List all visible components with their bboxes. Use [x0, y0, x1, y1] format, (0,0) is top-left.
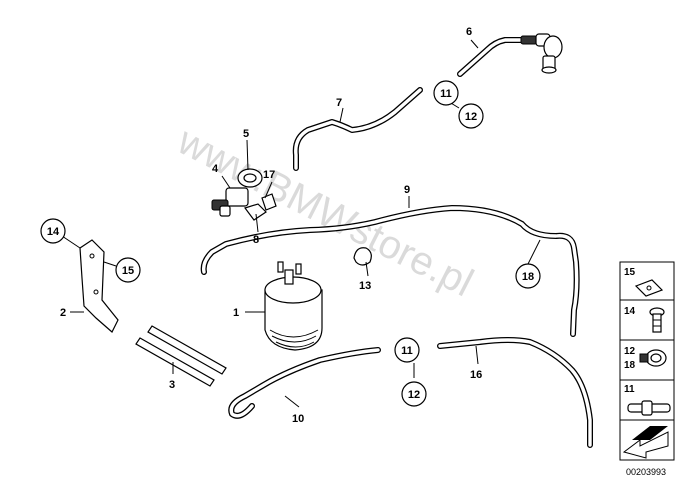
callout-5: 5 — [243, 128, 249, 140]
svg-text:18: 18 — [522, 271, 534, 283]
svg-text:11: 11 — [401, 345, 413, 357]
callout-10: 10 — [292, 413, 304, 425]
diagram-id: 00203993 — [626, 467, 666, 477]
callout-1: 1 — [233, 307, 239, 319]
legend-label-12: 12 — [624, 346, 636, 357]
legend-label-18: 18 — [624, 360, 636, 371]
svg-text:11: 11 — [440, 88, 452, 100]
callout-2: 2 — [60, 307, 66, 319]
leader-lines — [55, 39, 541, 408]
legend-label-15: 15 — [624, 267, 636, 278]
legend-label-14: 14 — [624, 306, 636, 317]
activated-carbon-canister[interactable] — [264, 261, 323, 351]
clip-nut-icon — [634, 279, 664, 297]
circle-callout-18: 18 — [515, 263, 541, 289]
circle-callout-12-bottom: 12 — [401, 381, 427, 407]
hose-7[interactable] — [292, 87, 423, 171]
callout-8: 8 — [253, 234, 259, 246]
bracket-2[interactable] — [79, 239, 119, 333]
hose-16[interactable] — [437, 337, 593, 448]
svg-text:14: 14 — [47, 226, 60, 238]
callout-17: 17 — [263, 169, 275, 181]
callout-9: 9 — [404, 184, 410, 196]
svg-text:12: 12 — [408, 389, 420, 401]
hose-connector-icon — [627, 400, 671, 416]
hose-10[interactable] — [228, 347, 381, 419]
hose-clamp-13[interactable] — [353, 247, 372, 266]
legend-label-11: 11 — [624, 384, 635, 395]
hose-9[interactable] — [200, 205, 580, 337]
svg-text:15: 15 — [122, 265, 134, 277]
arrow-icon — [622, 426, 669, 459]
pressure-sensor-fitting[interactable] — [520, 33, 563, 74]
callout-7: 7 — [336, 97, 342, 109]
callout-3: 3 — [169, 379, 175, 391]
connector-8[interactable] — [244, 203, 267, 221]
screw-icon — [649, 307, 665, 333]
hose-clamp-icon — [639, 349, 667, 367]
legend-panel: 15 14 12 18 11 — [619, 261, 675, 461]
callout-13: 13 — [359, 280, 371, 292]
circle-callout-15: 15 — [115, 257, 141, 283]
callout-4: 4 — [212, 163, 219, 175]
cable-tie-3[interactable] — [135, 325, 227, 387]
circle-callout-14: 14 — [40, 218, 66, 244]
hose-6[interactable] — [457, 37, 525, 77]
callout-16: 16 — [470, 369, 482, 381]
circle-callout-12-top: 12 — [458, 103, 484, 129]
circle-callout-11-top: 11 — [433, 80, 459, 106]
circle-callout-11-bottom: 11 — [394, 337, 420, 363]
purge-valve[interactable] — [211, 187, 249, 217]
callout-6: 6 — [466, 26, 472, 38]
svg-text:12: 12 — [465, 111, 477, 123]
mounting-ring[interactable] — [237, 168, 263, 188]
